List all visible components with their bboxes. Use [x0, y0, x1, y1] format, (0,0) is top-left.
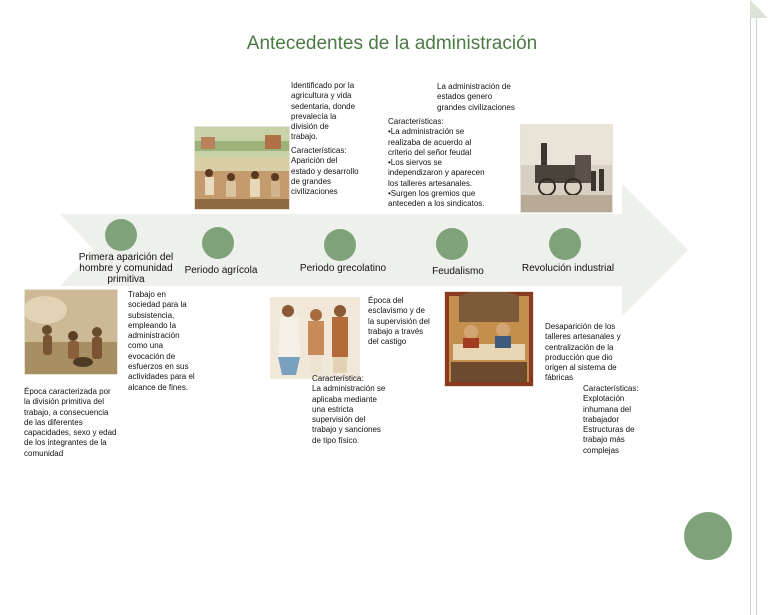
medieval-workshop-image [444, 291, 534, 387]
frame-line-right-outer [756, 0, 757, 615]
text-agricola-caract: Características: Aparición del estado y … [291, 146, 359, 197]
stage-label-grecolatino: Periodo grecolatino [299, 263, 387, 274]
stage-label-industrial: Revolución industrial [521, 263, 615, 274]
timeline-node-feudalismo [436, 228, 468, 260]
frame-line-right-inner [750, 0, 751, 615]
text-feudal-caract: Características: •La administración se r… [388, 117, 485, 209]
text-grecolatino-epoca: Época del esclavismo y de la supervisión… [368, 296, 430, 347]
timeline-node-primitiva [105, 219, 137, 251]
page-corner-decoration [750, 0, 768, 18]
stage-label-agricola: Periodo agrícola [184, 265, 258, 276]
decorative-circle [684, 512, 732, 560]
stage-label-primitiva: Primera aparición del hombre y comunidad… [78, 252, 174, 285]
text-primitiva-epoca: Época caracterizada por la división prim… [24, 387, 117, 458]
timeline-node-industrial [549, 228, 581, 260]
text-grecolatino-caract: Característica: La administración se apl… [312, 374, 386, 445]
agriculture-scene-image [194, 126, 290, 210]
timeline-node-grecolatino [324, 229, 356, 261]
timeline-node-agricola [202, 227, 234, 259]
text-primitiva-desc: Trabajo en sociedad para la subsistencia… [128, 290, 195, 392]
text-agricola-desc: Identificado por la agricultura y vida s… [291, 81, 356, 142]
primitive-people-image [24, 289, 118, 375]
text-industrial-desc: Desaparición de los talleres artesanales… [545, 322, 621, 383]
text-industrial-caract: Características: Explotación inhumana de… [583, 384, 639, 455]
greco-roman-slavery-image [269, 296, 361, 380]
text-feudal-intro: La administración de estados genero gran… [437, 82, 515, 112]
page-title: Antecedentes de la administración [246, 33, 538, 54]
stage-label-feudalismo: Feudalismo [432, 266, 484, 277]
industrial-steam-locomotive-image [520, 124, 613, 213]
